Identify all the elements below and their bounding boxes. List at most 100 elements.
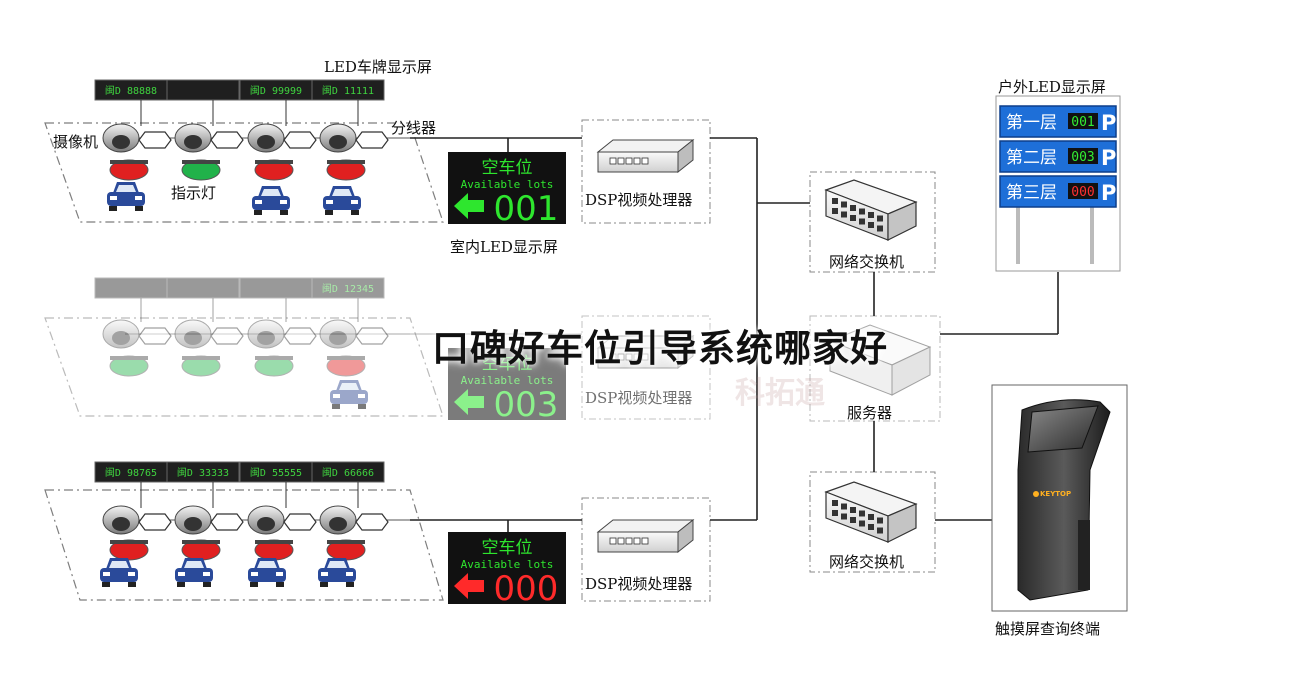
overlay-title: 口碑好车位引导系统哪家好 bbox=[432, 327, 888, 370]
plate-display bbox=[311, 79, 385, 101]
car-windshield bbox=[116, 185, 136, 192]
kiosk-stand bbox=[1078, 520, 1090, 590]
car-wheel bbox=[346, 582, 354, 587]
camera-lens bbox=[112, 331, 130, 345]
splitter-box bbox=[138, 327, 172, 345]
floor-count-bg bbox=[1068, 183, 1098, 199]
floor-count-bg bbox=[1068, 148, 1098, 164]
network-switch-label-2: 网络交换机 bbox=[829, 553, 905, 571]
car-wheel bbox=[135, 206, 143, 211]
car-headlight bbox=[128, 572, 135, 576]
car-wheel bbox=[276, 582, 284, 587]
splitter-box bbox=[355, 327, 389, 345]
indicator-base bbox=[182, 540, 220, 544]
splitter-box bbox=[355, 513, 389, 531]
car-wheel bbox=[358, 404, 366, 409]
switch-port bbox=[859, 208, 865, 215]
splitter-box bbox=[210, 513, 244, 531]
switch-port bbox=[841, 503, 847, 510]
floor-count-bg bbox=[1068, 113, 1098, 129]
camera-lens bbox=[184, 135, 202, 149]
dsp-side bbox=[677, 138, 694, 174]
car-wheel bbox=[109, 206, 117, 211]
car-headlight bbox=[326, 200, 333, 204]
switch-port bbox=[868, 212, 874, 218]
car-body bbox=[248, 568, 286, 582]
splitter-box bbox=[355, 131, 389, 149]
car-row3-2 bbox=[175, 558, 213, 587]
plate-display bbox=[311, 277, 385, 299]
floor-count: 000 bbox=[1071, 185, 1094, 200]
dome-camera bbox=[174, 319, 212, 349]
indicator-base bbox=[327, 356, 365, 360]
switch-port bbox=[868, 514, 874, 520]
network-switch-1 bbox=[824, 179, 918, 241]
dsp-port bbox=[641, 353, 649, 361]
car-wheel bbox=[325, 210, 333, 215]
car-windshield bbox=[327, 561, 347, 568]
plate-number: 闽D 98765 bbox=[105, 466, 157, 479]
switch-port bbox=[859, 510, 865, 517]
switch-port bbox=[859, 218, 865, 225]
dsp-processor-label-3: DSP视频处理器 bbox=[585, 575, 693, 593]
plate-display bbox=[166, 461, 240, 483]
device-frame-3 bbox=[581, 497, 711, 602]
floor-count: 001 bbox=[1071, 115, 1094, 130]
plate-number: 闽D 11111 bbox=[322, 84, 374, 97]
plate-number: 闽D 12345 bbox=[322, 282, 374, 295]
dsp-top bbox=[596, 519, 695, 533]
plate-display bbox=[166, 79, 240, 101]
dome-camera bbox=[247, 319, 285, 349]
camera-label: 摄像机 bbox=[53, 133, 99, 151]
splitter-label: 分线器 bbox=[391, 119, 437, 137]
floor-name: 第三层 bbox=[1006, 183, 1057, 203]
car-headlight bbox=[203, 572, 210, 576]
indoor-led-label: 室内LED显示屏 bbox=[450, 238, 558, 256]
outdoor-pole bbox=[1090, 206, 1094, 264]
device-frame-4 bbox=[809, 171, 936, 273]
dsp-processor-label-1: DSP视频处理器 bbox=[585, 191, 693, 209]
car-body bbox=[107, 192, 145, 206]
dsp-port bbox=[625, 537, 633, 545]
server bbox=[828, 324, 932, 396]
car-windshield bbox=[184, 561, 204, 568]
screen-count: 003 bbox=[494, 385, 559, 425]
dsp-side bbox=[677, 334, 694, 370]
parking-p-icon: P bbox=[1101, 111, 1116, 135]
dsp-port bbox=[609, 353, 617, 361]
car-headlight bbox=[358, 394, 365, 398]
camera-lens bbox=[329, 331, 347, 345]
switch-port bbox=[850, 507, 856, 513]
floor-name: 第二层 bbox=[1006, 148, 1057, 168]
car-wheel bbox=[250, 582, 258, 587]
car-headlight bbox=[351, 200, 358, 204]
kiosk-label: 触摸屏查询终端 bbox=[995, 620, 1101, 638]
plate-display bbox=[166, 277, 240, 299]
plate-number: 闽D 99999 bbox=[250, 84, 302, 97]
device-frame-5 bbox=[809, 315, 941, 422]
camera-lens bbox=[184, 517, 202, 531]
floor-count: 003 bbox=[1071, 150, 1094, 165]
car-headlight bbox=[135, 196, 142, 200]
switch-port bbox=[850, 205, 856, 211]
indicator-base bbox=[110, 160, 148, 164]
car-row3-4 bbox=[318, 558, 356, 587]
screen-title: 空车位 bbox=[482, 354, 533, 374]
car-4 bbox=[330, 380, 368, 409]
device-frame-6 bbox=[809, 471, 936, 573]
switch-port bbox=[868, 524, 874, 530]
touchscreen-kiosk: KEYTOP bbox=[991, 384, 1128, 612]
indicator-base bbox=[255, 540, 293, 544]
car-wheel bbox=[320, 582, 328, 587]
indicator-base bbox=[182, 160, 220, 164]
car-body bbox=[323, 196, 361, 210]
indicator-base bbox=[110, 356, 148, 360]
switch-port bbox=[841, 201, 847, 208]
car-1 bbox=[107, 182, 145, 211]
